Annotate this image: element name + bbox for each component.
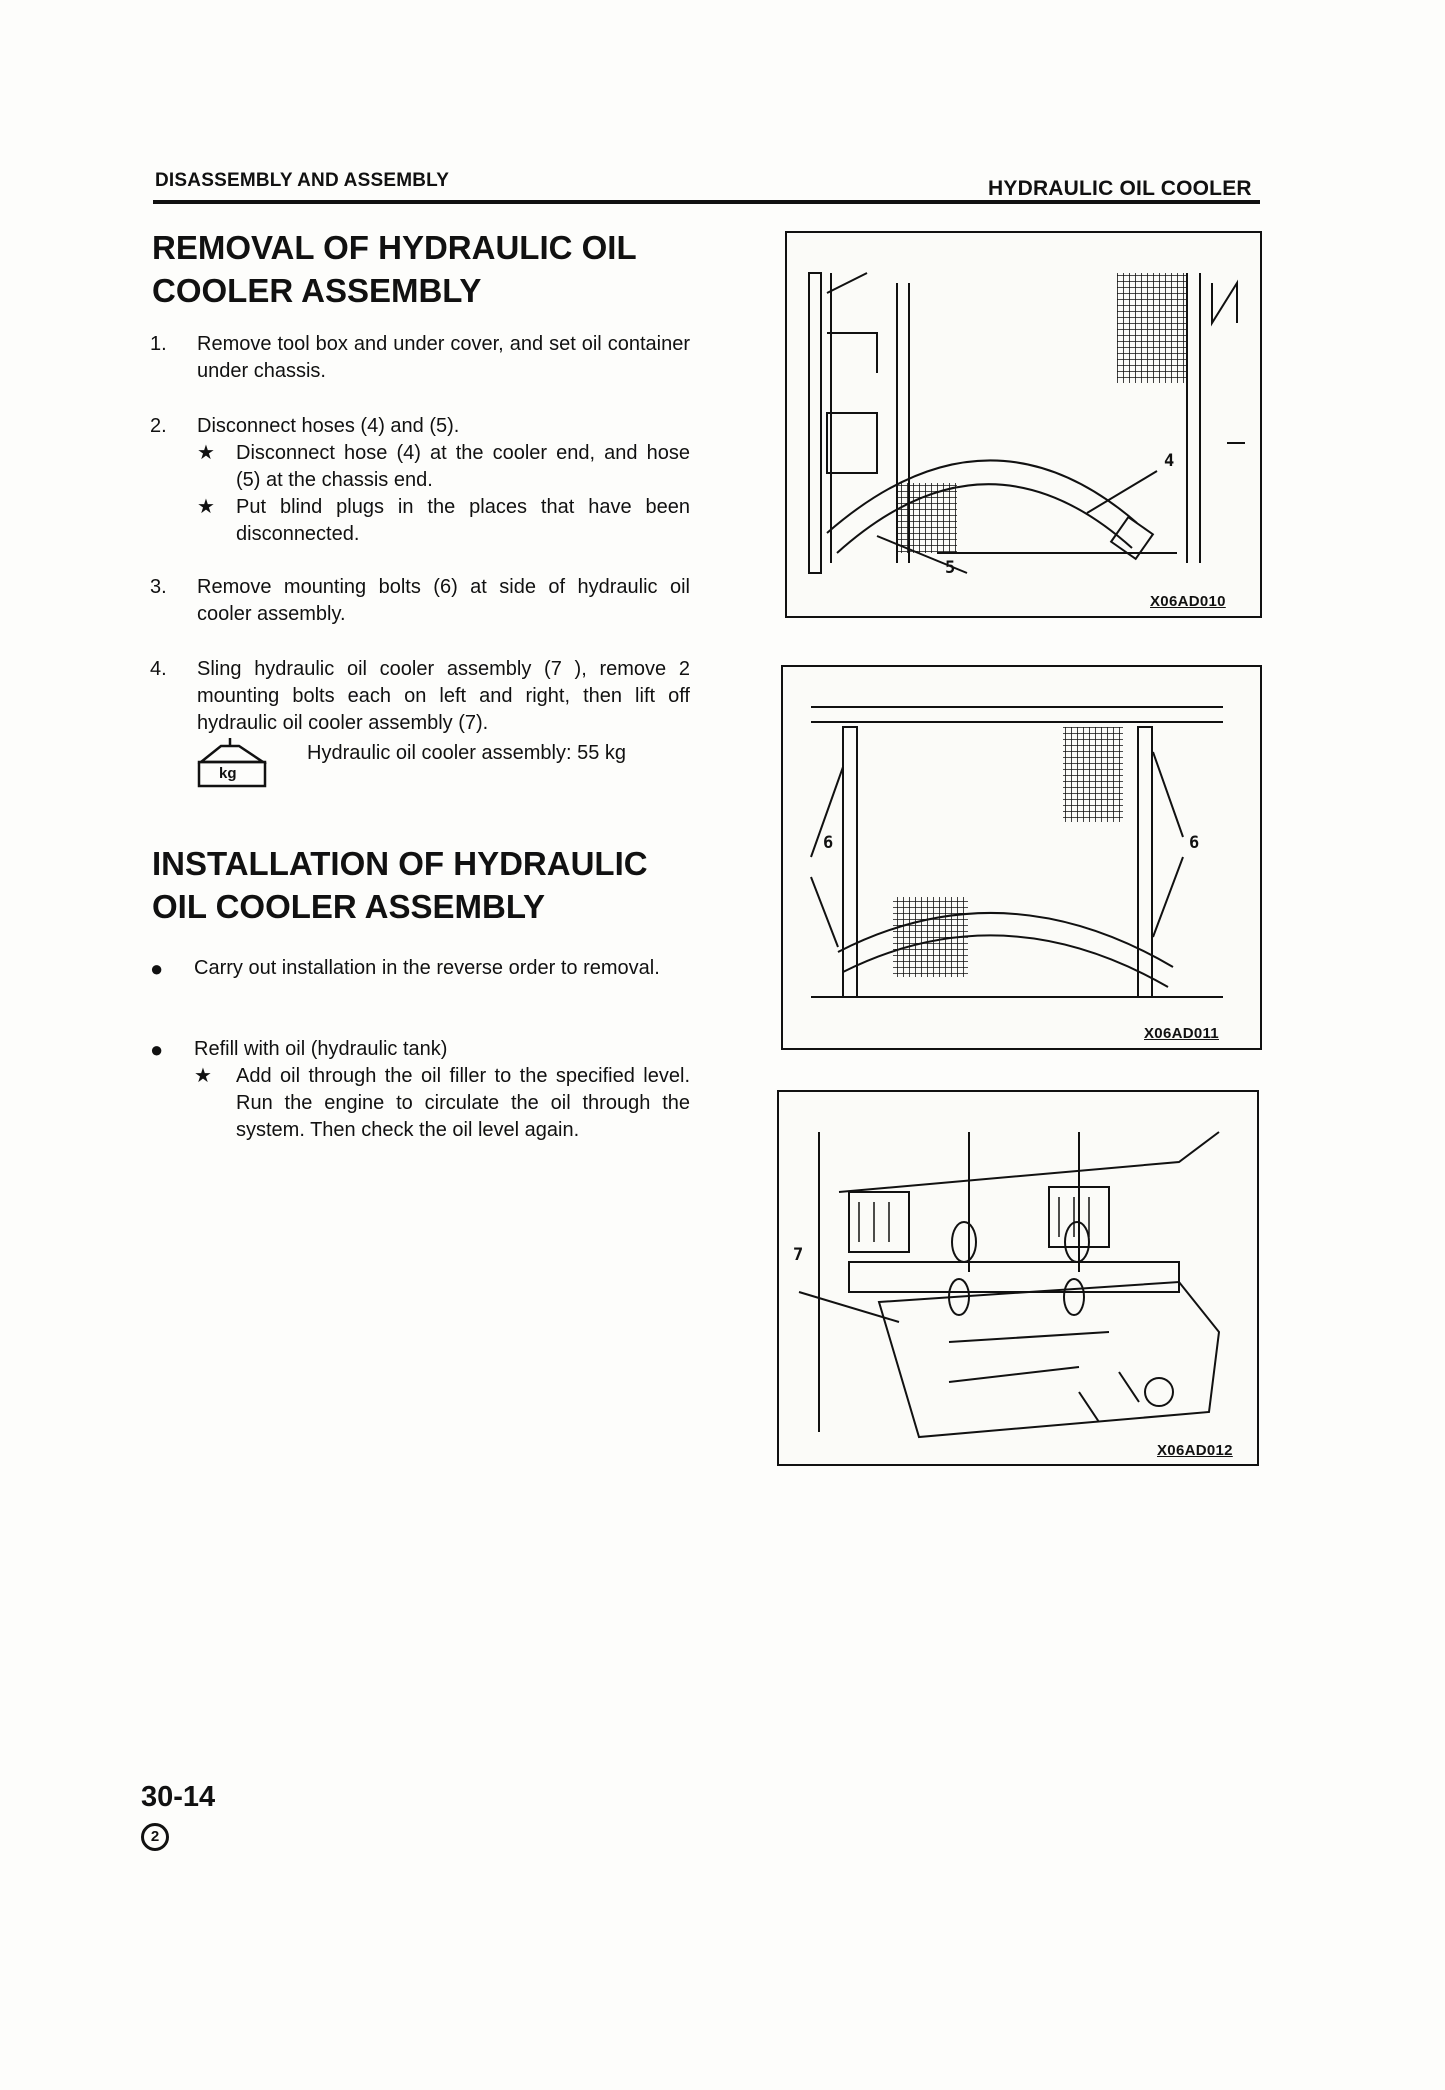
figure-mounting-bolts: 6 6 X06AD011 [781,665,1262,1050]
weight-spec: kg Hydraulic oil cooler assembly: 55 kg [195,736,695,796]
installation-bullet-2: ● Refill with oil (hydraulic tank) ★ Add… [150,1036,690,1144]
removal-step-3: 3. Remove mounting bolts (6) at side of … [150,574,690,628]
header-rule [153,200,1260,204]
weight-text: Hydraulic oil cooler assembly: 55 kg [307,742,627,764]
removal-title-line2: COOLER ASSEMBLY [152,272,482,309]
figure-code: X06AD010 [1150,593,1226,610]
step-number: 1. [150,333,167,355]
figure-code: X06AD012 [1157,1442,1233,1459]
removal-step-4: 4. Sling hydraulic oil cooler assembly (… [150,656,690,737]
revision-mark: 2 [141,1823,169,1851]
bullet-text: Refill with oil (hydraulic tank) [194,1038,448,1060]
note-text: Add oil through the oil filler to the sp… [236,1065,690,1141]
note-text: Put blind plugs in the places that have … [236,496,690,545]
lifting-illustration [798,1131,1221,1439]
bullet-icon: ● [150,1037,164,1062]
removal-step-2: 2. Disconnect hoses (4) and (5). ★ Disco… [150,413,690,548]
callout-7: 7 [793,1245,804,1265]
weight-icon [197,738,268,788]
callout-6-left: 6 [823,833,834,853]
note-text: Disconnect hose (4) at the cooler end, a… [236,442,690,491]
page-number: 30-14 [141,1781,216,1813]
step-note: ★ Put blind plugs in the places that hav… [197,494,690,548]
step-number: 3. [150,576,167,598]
bullet-text: Carry out installation in the reverse or… [194,957,660,979]
star-icon: ★ [194,1065,212,1087]
removal-title: REMOVAL OF HYDRAULIC OIL COOLER ASSEMBLY [152,226,712,312]
figure-lift-cooler: 7 X06AD012 [777,1090,1259,1466]
step-text: Sling hydraulic oil cooler assembly (7 )… [197,658,690,734]
installation-title-line2: OIL COOLER ASSEMBLY [152,888,546,925]
star-icon: ★ [197,442,215,464]
bullet-icon: ● [150,956,164,981]
weight-icon-label: kg [219,765,237,782]
section-header: DISASSEMBLY AND ASSEMBLY [155,170,450,191]
cooler-bolts-illustration [810,706,1223,998]
figure-hose-disconnect: 4 5 X06AD010 [785,231,1262,618]
bullet-note: ★ Add oil through the oil filler to the … [194,1063,690,1144]
hose-illustration [808,272,1245,574]
callout-5: 5 [945,558,956,578]
step-text: Disconnect hoses (4) and (5). [197,415,460,437]
installation-bullet-1: ● Carry out installation in the reverse … [150,955,690,982]
star-icon: ★ [197,496,215,518]
installation-title: INSTALLATION OF HYDRAULIC OIL COOLER ASS… [152,842,712,928]
callout-6-right: 6 [1189,833,1200,853]
step-number: 2. [150,415,167,437]
step-note: ★ Disconnect hose (4) at the cooler end,… [197,440,690,494]
removal-step-1: 1. Remove tool box and under cover, and … [150,331,690,385]
installation-title-line1: INSTALLATION OF HYDRAULIC [152,845,648,882]
step-text: Remove mounting bolts (6) at side of hyd… [197,576,690,625]
step-number: 4. [150,658,167,680]
topic-header: HYDRAULIC OIL COOLER [988,177,1252,200]
step-text: Remove tool box and under cover, and set… [197,333,690,382]
removal-title-line1: REMOVAL OF HYDRAULIC OIL [152,229,637,266]
callout-4: 4 [1164,451,1175,471]
figure-code: X06AD011 [1144,1025,1219,1042]
